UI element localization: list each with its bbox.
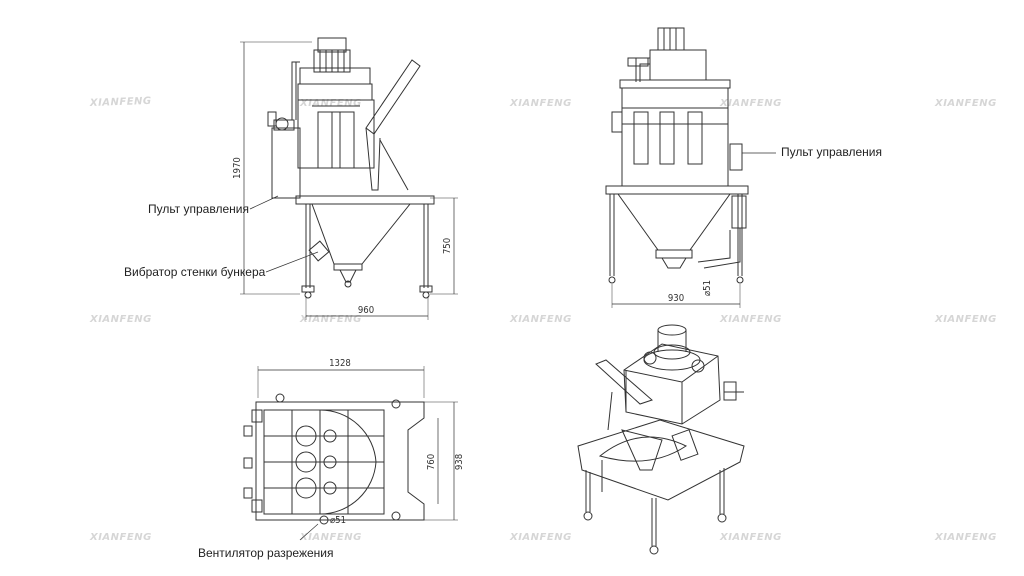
dim-front-outlet: ⌀51 [702,280,713,296]
watermark: XIANFENG [509,98,572,109]
callout-leader [265,251,319,273]
isometric-view [577,324,745,555]
hopper [311,203,412,265]
filter-top-circle [295,425,317,447]
filter-top-circle [295,451,317,473]
frame-top [295,195,435,205]
callout-control-panel-right: Пульт управления [781,145,882,159]
callout-leader [299,523,319,541]
filter-cartridge [659,111,675,165]
top-view [243,366,458,541]
control-panel [271,127,301,199]
watermark: XIANFENG [719,314,782,325]
watermark: XIANFENG [89,96,152,109]
filter-body [621,87,729,187]
filter-cartridge [633,111,649,165]
side-view [240,37,458,320]
watermark: XIANFENG [89,314,152,325]
fan-housing [299,67,371,85]
dim-side-width: 960 [358,305,374,316]
watermark: XIANFENG [509,314,572,325]
watermark: XIANFENG [299,532,362,543]
filter-cartridge [339,111,355,169]
watermark: XIANFENG [934,532,997,543]
dim-side-height: 1970 [232,157,243,179]
watermark: XIANFENG [934,314,997,325]
front-view [605,27,776,308]
watermark: XIANFENG [509,532,572,543]
watermark-layer: XIANFENG XIANFENG XIANFENG XIANFENG XIAN… [89,96,997,543]
watermark: XIANFENG [934,98,997,109]
dim-top-inner-depth: 760 [426,454,437,470]
top-frame-outline [255,401,425,521]
watermark: XIANFENG [299,314,362,325]
feed-chute [365,59,421,135]
watermark: XIANFENG [719,98,782,109]
fan-housing [649,49,707,81]
hopper [617,193,731,251]
frame-top [605,185,749,195]
watermark: XIANFENG [89,532,152,543]
iso-top-box [623,343,721,425]
dim-front-width: 930 [668,293,684,304]
motor-body [657,27,685,51]
callout-vacuum-fan: Вентилятор разрежения [198,546,334,560]
callout-hopper-vibrator: Вибратор стенки бункера [124,265,266,279]
iso-control-panel [671,429,699,461]
filter-cartridge [317,111,333,169]
dim-top-depth: 938 [454,454,465,470]
iso-chute [595,359,653,405]
vibrator [308,240,330,262]
callout-leader [249,195,279,210]
dim-top-width: 1328 [329,358,351,369]
filter-top-circle [295,477,317,499]
watermark: XIANFENG [299,98,362,109]
watermark: XIANFENG [719,532,782,543]
dim-top-outlet: ⌀51 [330,515,346,526]
dim-side-leg-height: 750 [442,238,453,254]
iso-table [577,419,745,501]
control-panel [729,143,743,171]
callout-control-panel-left: Пульт управления [148,202,249,216]
filter-cartridge [687,111,703,165]
filter-body [297,99,375,169]
